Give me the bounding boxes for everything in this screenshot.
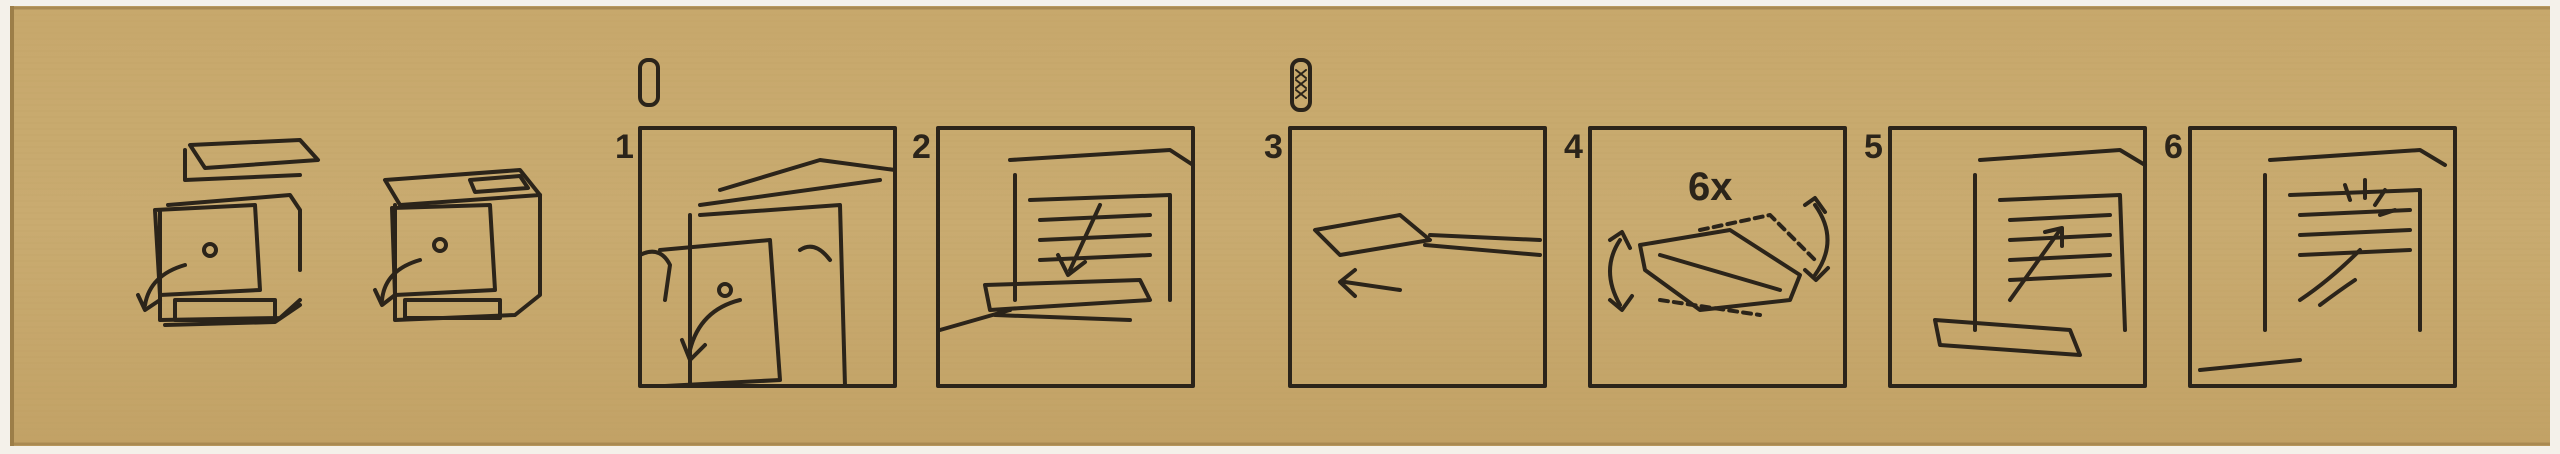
step-3-frame (1288, 126, 1547, 388)
step-4-illustration (1608, 196, 1830, 317)
hand-icon (938, 308, 1012, 332)
arrow-icon (1068, 203, 1102, 272)
step-5-frame (1888, 126, 2147, 388)
step-number-1: 1 (615, 128, 634, 166)
step-number-5: 5 (1864, 128, 1883, 166)
step-3-illustration (1313, 213, 1542, 298)
toner-cartridge-icon (638, 58, 660, 107)
step-5-illustration (1933, 148, 2147, 357)
printer-icon (373, 168, 542, 322)
shake-count-label: 6x (1688, 165, 1733, 209)
rotate-arrow-icon (1608, 238, 1622, 307)
step-4-frame (1588, 126, 1847, 388)
arrow-icon (2008, 228, 2062, 302)
step-number-2: 2 (912, 128, 931, 166)
step-number-4: 4 (1564, 128, 1583, 166)
step-6-frame (2188, 126, 2457, 388)
toner-cartridge-icon (1290, 58, 1312, 112)
step-2-frame (936, 126, 1195, 388)
hand-icon (2298, 248, 2362, 302)
printer-mfp-icon (136, 138, 320, 327)
step-number-6: 6 (2164, 128, 2183, 166)
arrow-icon (1343, 280, 1402, 292)
step-number-3: 3 (1264, 128, 1283, 166)
step-6-illustration (2198, 148, 2447, 372)
step-2-illustration (938, 148, 1195, 332)
step-1-illustration (638, 158, 897, 388)
rotate-arrow-icon (1813, 203, 1830, 277)
hand-icon (638, 249, 672, 302)
